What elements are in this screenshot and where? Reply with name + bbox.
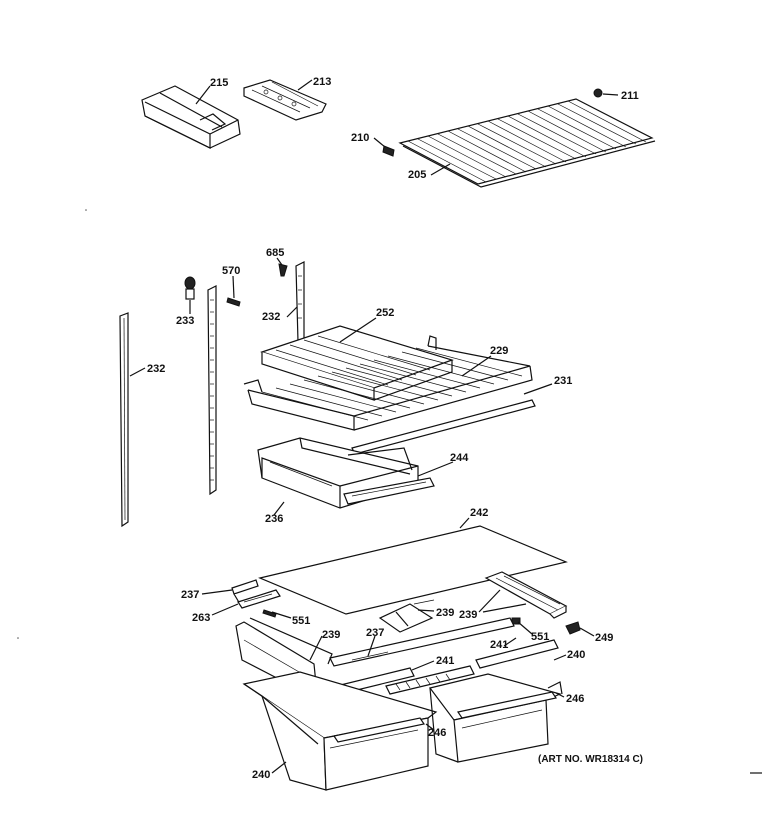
label-213: 213 xyxy=(313,76,331,88)
part-240-crisper-left xyxy=(242,671,438,791)
part-number-labels: 215 213 211 210 205 685 570 233 232 232 … xyxy=(147,76,639,781)
label-551-right: 551 xyxy=(531,631,549,643)
label-252: 252 xyxy=(376,307,394,319)
part-240-crisper-right xyxy=(428,673,563,763)
part-205-wire-shelf xyxy=(398,98,656,188)
label-233: 233 xyxy=(176,315,194,327)
label-263: 263 xyxy=(192,612,210,624)
part-233-knob xyxy=(184,276,196,300)
part-249-cam xyxy=(565,621,581,635)
label-241-right: 241 xyxy=(490,639,508,651)
part-242-glass-shelf xyxy=(258,525,568,615)
part-232-rail-right xyxy=(295,261,305,344)
label-240-left: 240 xyxy=(252,769,270,781)
label-239-center: 239 xyxy=(436,607,454,619)
label-229: 229 xyxy=(490,345,508,357)
part-right-side-rail xyxy=(484,571,568,619)
part-ladder-rail-middle xyxy=(207,285,217,496)
label-241-center: 241 xyxy=(436,655,454,667)
label-246-left: 246 xyxy=(428,727,446,739)
label-210: 210 xyxy=(351,132,369,144)
part-229-shelf-frame xyxy=(243,335,533,431)
label-236: 236 xyxy=(265,513,283,525)
label-551-left: 551 xyxy=(292,615,310,627)
label-237-center: 237 xyxy=(366,627,384,639)
part-231-shelf-trim xyxy=(351,399,536,455)
part-685-screw xyxy=(278,263,288,277)
label-246-right: 246 xyxy=(566,693,584,705)
leader-lines xyxy=(129,79,619,774)
label-570: 570 xyxy=(222,265,240,277)
part-236-meat-pan xyxy=(257,437,419,509)
label-249: 249 xyxy=(595,632,613,644)
label-205: 205 xyxy=(408,169,426,181)
part-244-drawer-handle xyxy=(343,477,435,505)
part-252-crisper-cover xyxy=(260,325,454,401)
part-570-screw xyxy=(226,297,241,307)
label-685: 685 xyxy=(266,247,284,259)
label-239-right: 239 xyxy=(459,609,477,621)
label-232-left: 232 xyxy=(147,363,165,375)
label-242: 242 xyxy=(470,507,488,519)
label-240-right: 240 xyxy=(567,649,585,661)
part-551-screw-left xyxy=(262,609,277,618)
part-213-egg-tray xyxy=(243,79,327,121)
part-211-stop xyxy=(593,88,603,98)
part-215-dairy-bin xyxy=(141,85,241,149)
label-232-right: 232 xyxy=(262,311,280,323)
part-237-center-rail xyxy=(329,617,515,667)
art-number: (ART NO. WR18314 C) xyxy=(538,754,643,765)
label-215: 215 xyxy=(210,77,228,89)
part-263-bracket xyxy=(237,589,281,609)
label-231: 231 xyxy=(554,375,572,387)
label-237-left: 237 xyxy=(181,589,199,601)
label-239-left: 239 xyxy=(322,629,340,641)
part-239-center-support xyxy=(378,599,435,633)
stray-marks xyxy=(17,209,762,774)
part-210-clip xyxy=(382,145,395,157)
label-211: 211 xyxy=(621,90,639,102)
part-232-rail-left xyxy=(119,312,129,528)
label-244: 244 xyxy=(450,452,469,464)
